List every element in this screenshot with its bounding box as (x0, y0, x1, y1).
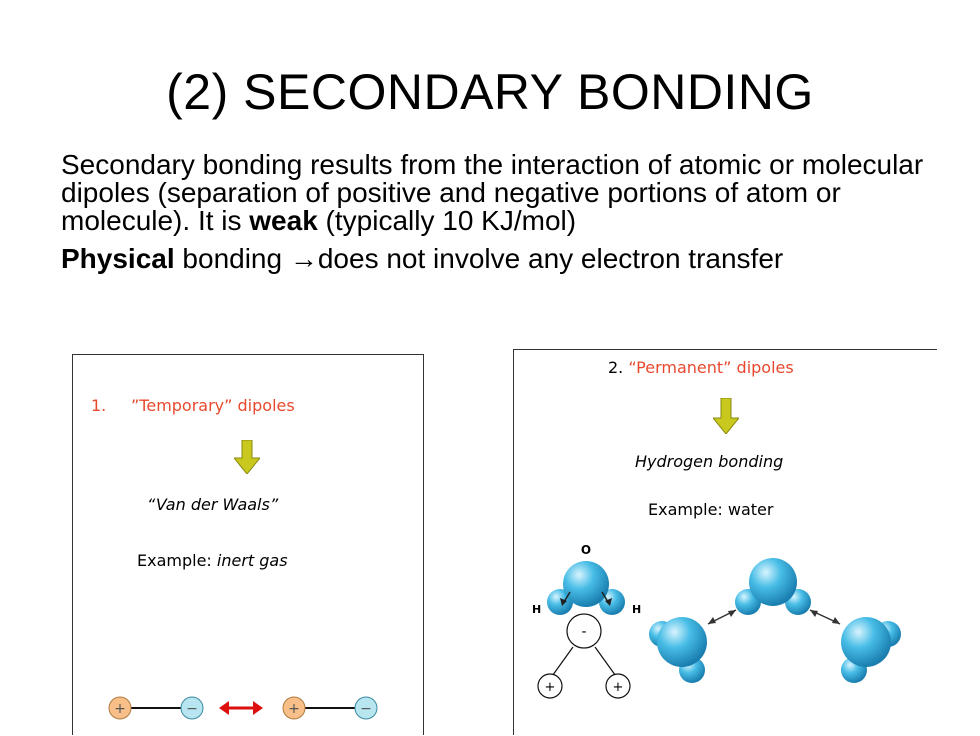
physical-text: bonding →does not involve any electron t… (174, 243, 784, 274)
positive-atom-icon (108, 696, 132, 720)
item-number: 2. (608, 358, 624, 377)
negative-atom-icon (354, 696, 378, 720)
permanent-dipoles-title: 2. “Permanent” dipoles (608, 358, 794, 377)
oxygen-label: O (581, 543, 591, 557)
example-value: inert gas (216, 551, 288, 570)
permanent-dipoles-heading: “Permanent” dipoles (628, 358, 794, 377)
hydrogen-bond-arrow (707, 609, 737, 625)
example-water: Example: water (648, 500, 774, 519)
permanent-dipoles-panel: 2. “Permanent” dipoles Hydrogen bonding … (513, 349, 937, 735)
temporary-dipoles-heading: ”Temporary” dipoles (131, 396, 295, 415)
minus-sign: − (186, 701, 198, 717)
physical-emphasis: Physical (61, 243, 175, 274)
hydrogen-label: H (532, 603, 541, 616)
plus-sign: + (288, 701, 300, 717)
hydrogen-bond-arrow (809, 609, 841, 625)
water-molecule-labeled (547, 561, 625, 615)
double-arrow-icon (219, 701, 263, 715)
water-molecule (735, 558, 811, 615)
definition-text: Secondary bonding results from the inter… (61, 149, 924, 236)
dipole-schematic (537, 613, 631, 699)
slide-title: (2) SECONDARY BONDING (166, 64, 814, 120)
down-arrow-icon (713, 398, 739, 434)
example-inert-gas: Example: inert gas (137, 551, 288, 570)
minus-sign: - (581, 624, 586, 640)
negative-charge-icon (566, 613, 602, 649)
minus-sign: − (360, 701, 372, 717)
plus-sign: + (545, 680, 556, 695)
water-molecules-diagram: O H H (532, 543, 901, 699)
down-arrow-icon (234, 440, 260, 474)
definition-tail: (typically 10 KJ/mol) (317, 205, 577, 236)
paragraph-definition: Secondary bonding results from the inter… (61, 151, 931, 235)
positive-charge-icon (605, 673, 631, 699)
negative-atom-icon (180, 696, 204, 720)
water-molecule (649, 617, 707, 683)
weak-emphasis: weak (249, 205, 318, 236)
van-der-waals-label: “Van der Waals” (147, 495, 279, 514)
temporary-dipoles-panel: 1. ”Temporary” dipoles “Van der Waals” E… (72, 354, 424, 735)
plus-sign: + (613, 680, 624, 695)
positive-charge-icon (537, 673, 563, 699)
hydrogen-bonding-label: Hydrogen bonding (635, 452, 784, 471)
example-prefix: Example: (137, 551, 217, 570)
plus-sign: + (114, 701, 126, 717)
slide-body: Secondary bonding results from the inter… (61, 151, 931, 273)
dipole-pair-diagram: + − + − (108, 696, 378, 720)
positive-atom-icon (282, 696, 306, 720)
item-number: 1. (91, 396, 107, 415)
water-molecule (841, 617, 901, 683)
hydrogen-label: H (632, 603, 641, 616)
paragraph-physical: Physical bonding →does not involve any e… (61, 245, 931, 273)
